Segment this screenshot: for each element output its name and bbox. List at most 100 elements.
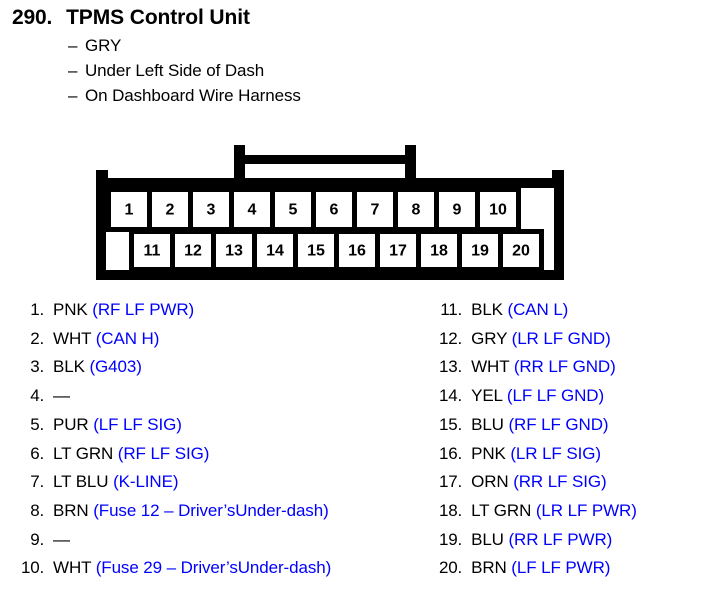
pin-index: 9.: [30, 529, 44, 549]
pin-description: ORN (RR LF SIG): [471, 468, 607, 497]
connector-bottom-row: 11 12 13 14 15 16 17 18 19 20: [129, 229, 544, 272]
wire-color: BLK: [53, 357, 85, 377]
pin-list-item: 9. —: [14, 526, 416, 555]
pin-index: 5.: [30, 414, 44, 434]
pin-number: 5: [289, 202, 298, 219]
bullet-label: GRY: [85, 36, 122, 55]
wire-color: GRY: [471, 328, 508, 348]
wire-color: BLU: [471, 529, 504, 549]
wire-color: PNK: [53, 300, 88, 319]
pin-number: 8: [412, 202, 421, 219]
signal-name: (Fuse 29 – Driver’sUnder-dash): [95, 558, 332, 578]
wire-color: BLU: [471, 414, 504, 434]
pin-number: 17: [389, 243, 407, 260]
pin-number: 20: [512, 243, 530, 260]
pin-number: 19: [471, 243, 489, 260]
signal-name: (LR LF GND): [511, 328, 611, 348]
pin-list-item: 19. BLU (RR LF PWR): [432, 526, 703, 555]
entry-title: TPMS Control Unit: [66, 6, 250, 29]
signal-name: (CAN L): [507, 300, 569, 319]
pin-list-item: 14. YEL (LF LF GND): [432, 382, 703, 411]
pin-index: 13.: [439, 357, 463, 377]
pin-description: WHT (Fuse 29 – Driver’sUnder-dash): [53, 554, 331, 583]
wire-color: PNK: [471, 443, 506, 463]
pin-number: 6: [330, 202, 339, 219]
pin-description: BLU (RF LF GND): [471, 411, 608, 440]
pin-index: 11.: [440, 300, 463, 319]
pin-index: 18.: [439, 500, 463, 520]
pin-description: PNK (RF LF PWR): [53, 296, 194, 325]
wire-color: BRN: [471, 558, 507, 578]
bullet-label: On Dashboard Wire Harness: [85, 86, 301, 105]
pin-description: WHT (RR LF GND): [471, 353, 616, 382]
pin-list-item: 3. BLK (G403): [14, 353, 416, 382]
pin-description: LT GRN (RF LF SIG): [53, 440, 209, 469]
pin-number: 10: [489, 202, 507, 219]
connector-top-row: 1 2 3 4 5 6 7 8 9 10: [106, 187, 521, 232]
pin-index: 17.: [439, 472, 463, 492]
signal-name: (LF LF PWR): [511, 558, 611, 578]
pin-description: —: [53, 382, 70, 411]
pin-index: 15.: [439, 414, 463, 434]
signal-name: (CAN H): [95, 328, 160, 348]
pin-number: 3: [207, 202, 216, 219]
pin-number: 2: [166, 202, 175, 219]
signal-name: (LR LF SIG): [510, 443, 601, 463]
pin-list-item: 10. WHT (Fuse 29 – Driver’sUnder-dash): [14, 554, 416, 583]
wire-color: WHT: [53, 328, 92, 348]
connector-latch: [234, 145, 416, 183]
signal-name: (RR LF GND): [513, 357, 616, 377]
wire-color: ORN: [471, 472, 509, 492]
pin-index: 16.: [439, 443, 463, 463]
pin-index: 1.: [30, 300, 44, 319]
pin-number: 15: [307, 243, 325, 260]
pin-number: 16: [348, 243, 366, 260]
page-title: 290. TPMS Control Unit: [0, 6, 703, 30]
pin-description: WHT (CAN H): [53, 325, 159, 354]
pin-description: GRY (LR LF GND): [471, 325, 611, 354]
pin-number: 7: [371, 202, 380, 219]
pin-assignment-list: 1. PNK (RF LF PWR) 2. WHT (CAN H) 3. BLK…: [0, 296, 703, 583]
pin-index: 8.: [30, 500, 44, 520]
pin-description: LT BLU (K-LINE): [53, 468, 179, 497]
wire-color: LT GRN: [53, 443, 114, 463]
pin-description: BRN (Fuse 12 – Driver’sUnder-dash): [53, 497, 329, 526]
signal-name: (G403): [89, 357, 142, 377]
pin-list-column-left: 1. PNK (RF LF PWR) 2. WHT (CAN H) 3. BLK…: [0, 296, 416, 583]
entry-number: 290.: [12, 6, 53, 29]
pin-list-item: 18. LT GRN (LR LF PWR): [432, 497, 703, 526]
pin-number: 9: [453, 202, 462, 219]
list-item: – On Dashboard Wire Harness: [68, 83, 703, 108]
pin-list-item: 1. PNK (RF LF PWR): [14, 296, 416, 325]
connector-illustration: 1 2 3 4 5 6 7 8 9 10: [96, 145, 564, 280]
pin-description: PNK (LR LF SIG): [471, 440, 601, 469]
pin-list-column-right: 11. BLK (CAN L) 12. GRY (LR LF GND) 13. …: [416, 296, 703, 583]
wire-color: —: [53, 529, 70, 549]
wire-color: LT GRN: [471, 500, 532, 520]
bullet-dash-icon: –: [68, 86, 78, 105]
pin-list-item: 7. LT BLU (K-LINE): [14, 468, 416, 497]
pin-number: 18: [430, 243, 448, 260]
pin-list-item: 4. —: [14, 382, 416, 411]
bullet-label: Under Left Side of Dash: [85, 61, 265, 80]
pin-index: 2.: [30, 328, 44, 348]
pin-description: BRN (LF LF PWR): [471, 554, 610, 583]
pin-index: 12.: [439, 328, 463, 348]
list-item: – GRY: [68, 33, 703, 58]
pin-list-item: 8. BRN (Fuse 12 – Driver’sUnder-dash): [14, 497, 416, 526]
pin-list-item: 5. PUR (LF LF SIG): [14, 411, 416, 440]
pin-index: 19.: [439, 529, 463, 549]
wire-color: LT BLU: [53, 472, 109, 492]
signal-name: (RF LF GND): [508, 414, 609, 434]
connector-housing-outline: [96, 170, 564, 280]
signal-name: (LF LF GND): [506, 386, 605, 406]
wire-color: YEL: [471, 386, 503, 406]
pin-list-item: 2. WHT (CAN H): [14, 325, 416, 354]
pin-list-item: 15. BLU (RF LF GND): [432, 411, 703, 440]
pin-number: 4: [248, 202, 257, 219]
signal-name: (RR LF SIG): [513, 472, 607, 492]
page-header: 290. TPMS Control Unit – GRY – Under Lef…: [0, 6, 703, 108]
pin-index: 10.: [20, 558, 44, 578]
pin-index: 4.: [30, 386, 44, 406]
